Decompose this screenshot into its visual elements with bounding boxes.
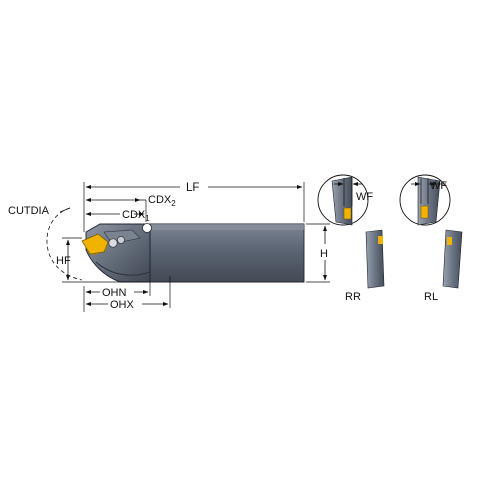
clamp-screw-1 [108,238,118,248]
label-ohx: OHX [110,299,135,311]
rr-bar-view [365,229,385,289]
label-hf: HF [56,255,71,267]
label-cdx1-sub: 1 [145,214,150,223]
rr-bar-insert [378,236,383,244]
label-ohn: OHN [102,287,127,299]
label-cdx2-sub: 2 [171,199,176,208]
label-cdx1: CDX1 [122,209,150,223]
tool-shank-top-facet [150,224,304,230]
cutdia-leader [59,207,71,213]
label-cdx2-main: CDX [148,194,172,206]
label-wf-right: WF [430,180,447,192]
rl-insert [420,205,429,219]
label-h: H [320,248,328,260]
label-rl: RL [424,291,438,303]
rl-detail: WF RL [399,174,463,303]
label-ohn-bg [100,286,134,298]
label-wf-left: WF [356,191,373,203]
rl-bar-insert [447,237,452,245]
head-top-notch [142,223,152,233]
head-relief-curve [95,261,151,276]
label-cdx2: CDX2 [148,194,176,208]
rr-detail: WF RR [317,174,385,303]
cutdia-circle [46,207,83,281]
label-cutdia: CUTDIA [8,205,50,217]
tool-holder [81,223,305,283]
label-cdx1-main: CDX [122,209,146,221]
rl-bar-view [442,229,463,289]
cutting-insert-shadow [90,242,108,255]
clamp-screw-2 [117,236,125,244]
tool-shank [149,223,305,283]
rr-insert [343,207,352,220]
label-lf: LF [186,182,199,194]
label-rr: RR [345,291,361,303]
label-ohx-bg [108,298,142,310]
